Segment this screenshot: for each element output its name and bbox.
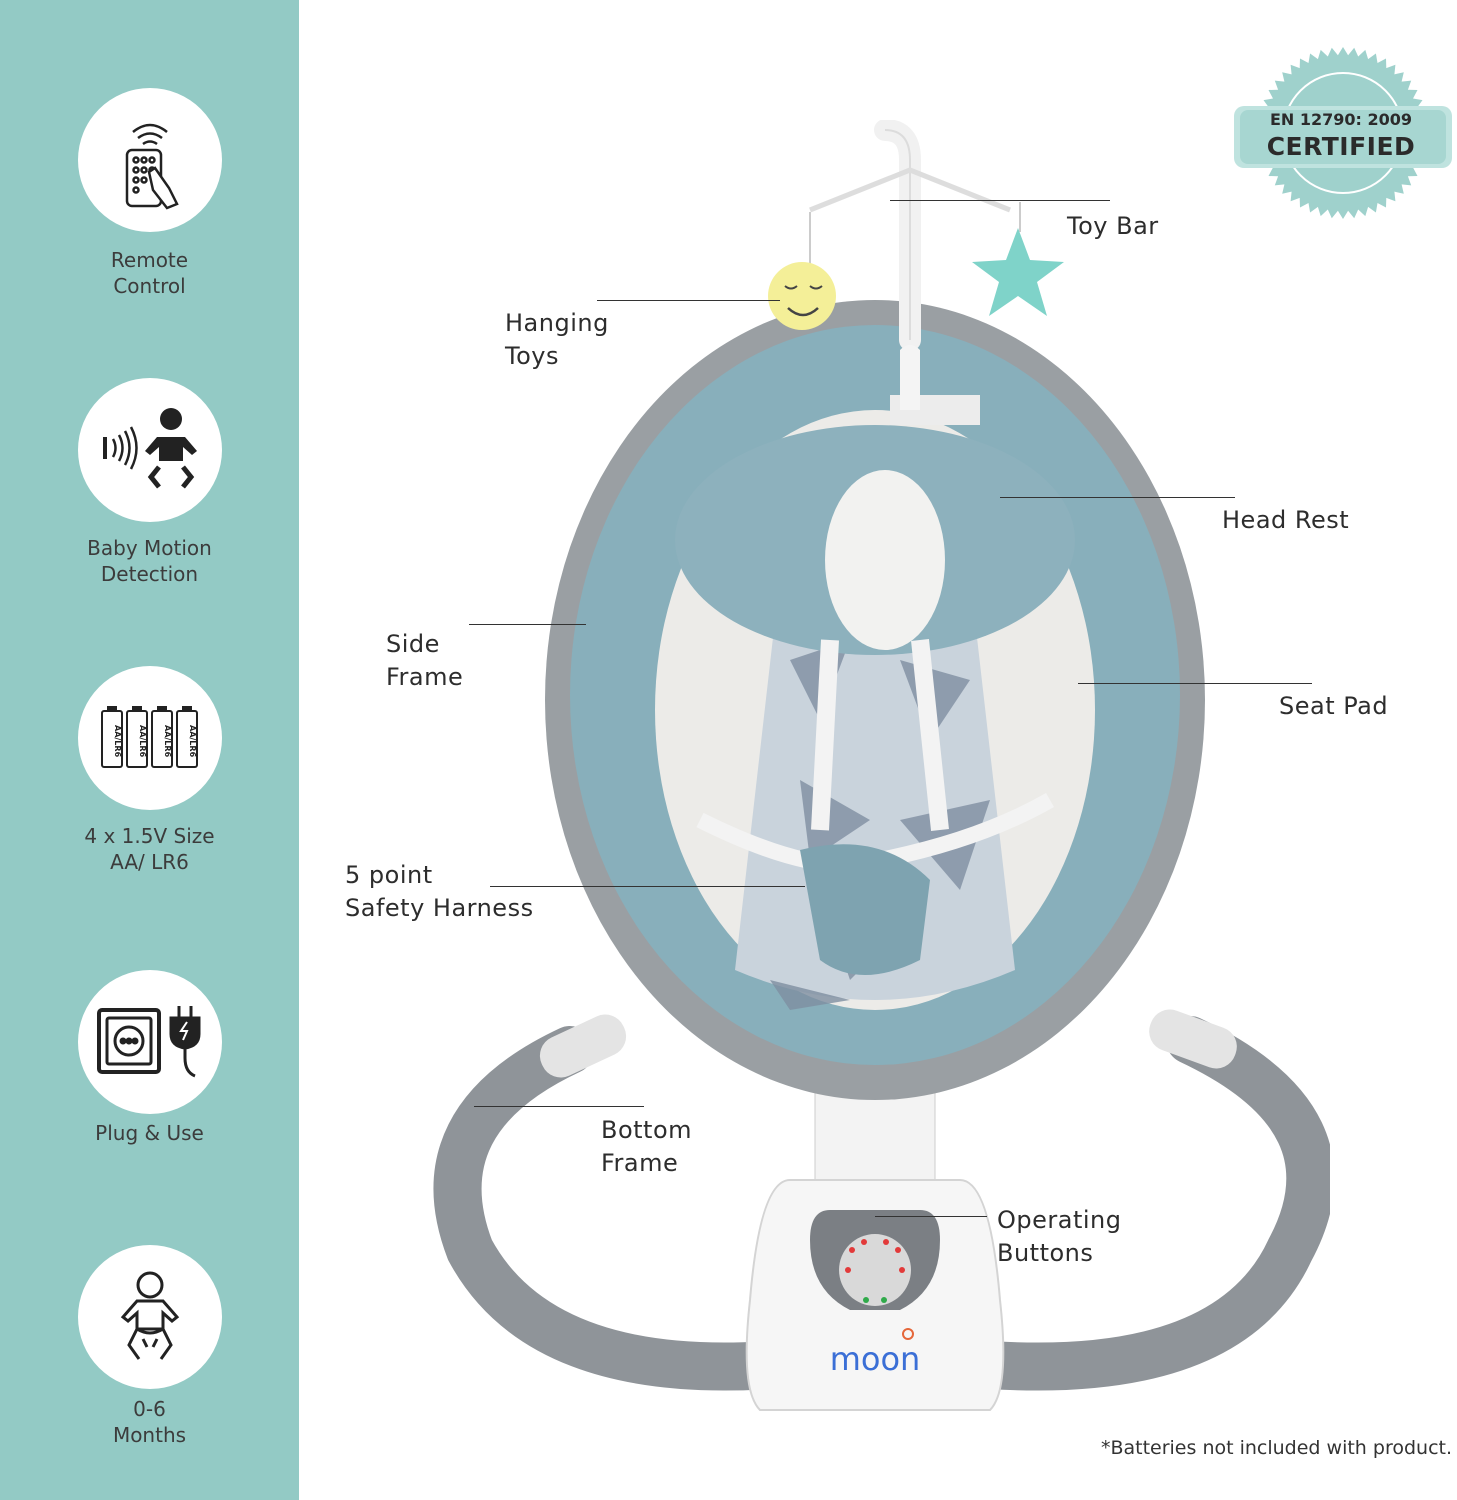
feature-label-plug: Plug & Use xyxy=(95,1121,204,1145)
baby-swing-illustration: moon xyxy=(433,120,1330,1411)
certification-label: CERTIFIED xyxy=(1266,132,1416,161)
features-sidebar: Remote Control Baby Motion Detection AA/… xyxy=(0,0,299,1500)
feature-label-motion: Baby Motion Detection xyxy=(87,536,212,586)
toy-bar-arms xyxy=(809,167,1011,213)
callout-bottom-frame: Bottom Frame xyxy=(601,1116,693,1177)
callout-harness: 5 point Safety Harness xyxy=(345,861,534,922)
battery-label-4: AA/LR6 xyxy=(188,725,197,758)
baby-icon xyxy=(78,1245,222,1389)
callout-toy-bar: Toy Bar xyxy=(1067,212,1159,240)
bottom-frame-line xyxy=(474,1106,644,1107)
certified-seal-icon xyxy=(1234,47,1452,219)
baby-motion-icon xyxy=(78,378,222,522)
harness-buckle-pad xyxy=(800,844,930,975)
harness-line xyxy=(490,886,805,887)
toy-bar-line xyxy=(890,200,1110,201)
battery-label-1: AA/LR6 xyxy=(113,725,122,758)
feature-label-batteries: 4 x 1.5V Size AA/ LR6 xyxy=(84,824,215,874)
remote-control-icon xyxy=(78,88,222,232)
feature-label-age: 0-6 Months xyxy=(112,1397,187,1447)
head-rest-line xyxy=(1000,497,1235,498)
plug-socket-icon xyxy=(78,970,222,1114)
batteries-footnote: *Batteries not included with product. xyxy=(1100,1437,1452,1459)
side-frame-line xyxy=(469,624,586,625)
battery-label-2: AA/LR6 xyxy=(138,725,147,758)
battery-label-3: AA/LR6 xyxy=(163,725,172,758)
callout-seat-pad: Seat Pad xyxy=(1279,692,1389,720)
feature-label-remote: Remote Control xyxy=(110,248,189,298)
hanging-toys-line xyxy=(597,300,780,301)
batteries-icon: AA/LR6 AA/LR6 AA/LR6 AA/LR6 xyxy=(78,666,222,810)
operating-buttons-line xyxy=(875,1216,987,1217)
moon-toy xyxy=(768,262,836,330)
callout-hanging-toys: Hanging Toys xyxy=(505,309,609,370)
certification-standard: EN 12790: 2009 xyxy=(1269,110,1413,129)
callout-operating-buttons: Operating Buttons xyxy=(997,1206,1122,1267)
seat-pad-line xyxy=(1078,683,1312,684)
bottom-frame-left xyxy=(433,1026,794,1391)
star-toy xyxy=(972,228,1064,316)
callout-side-frame: Side Frame xyxy=(386,630,464,691)
brand-logo: moon xyxy=(830,1340,921,1378)
bottom-frame-right xyxy=(966,1016,1330,1391)
callout-head-rest: Head Rest xyxy=(1222,506,1350,534)
